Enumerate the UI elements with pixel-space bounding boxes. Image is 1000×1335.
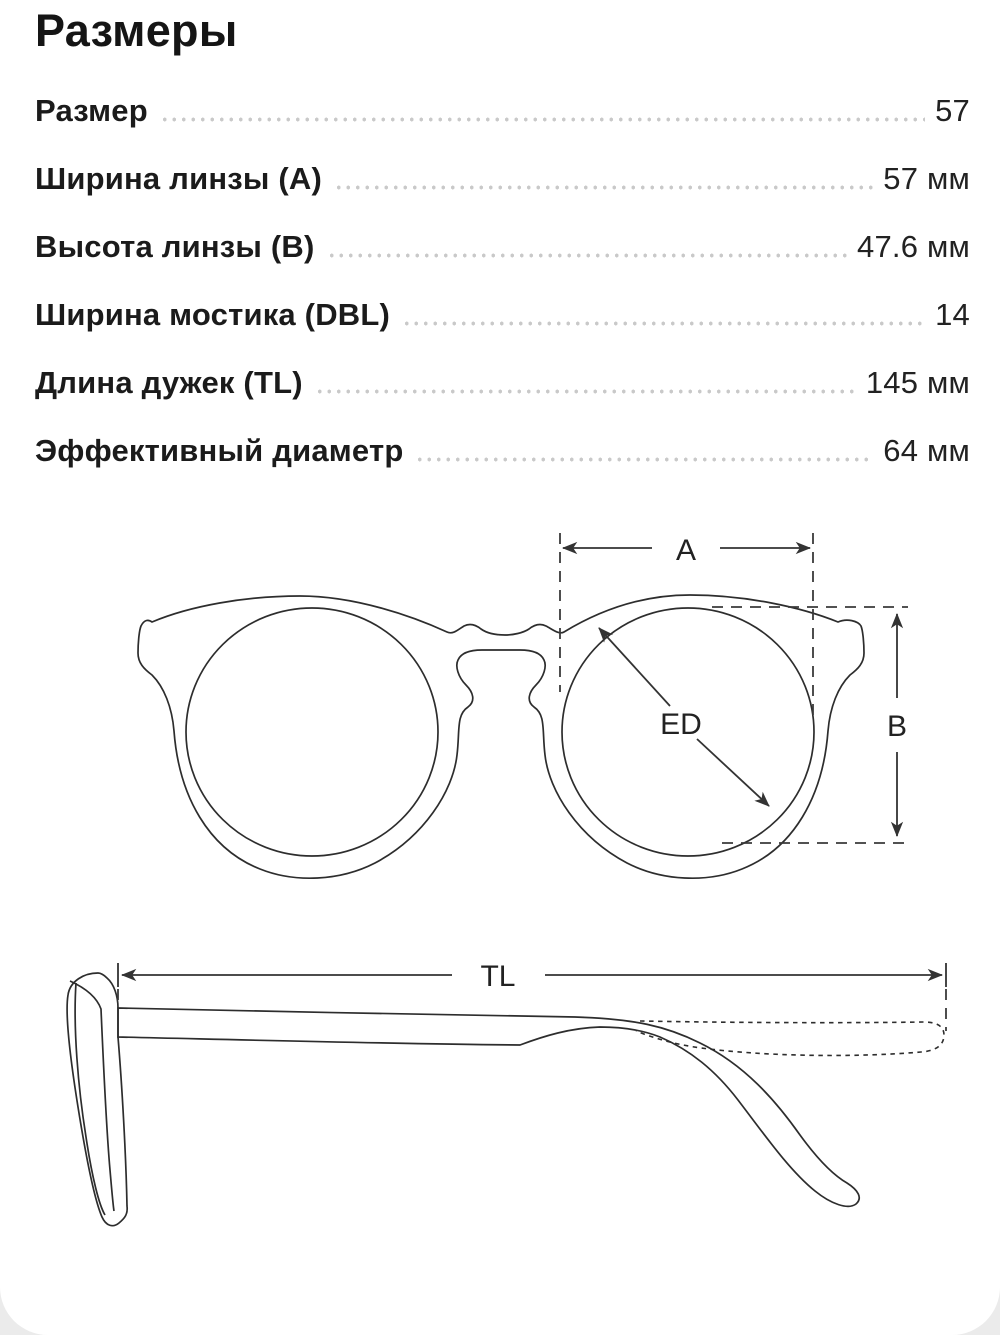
spec-row-temple-length: Длина дужек (TL) 145 мм [35,349,970,417]
side-rim-outline [66,972,129,1227]
spec-value: 57 [935,93,970,128]
spec-label: Ширина мостика (DBL) [35,297,391,332]
dotted-leader [333,184,874,190]
frame-outline [137,594,865,880]
glasses-front-view: A B ED [137,533,908,880]
label-temple-length: TL [480,960,515,993]
right-lens [561,607,815,857]
spec-value: 47.6 мм [857,229,970,264]
size-chart-content: Размеры Размер 57 Ширина линзы (А) 57 мм… [0,0,1000,485]
label-effective-diameter: ED [660,708,702,741]
dimension-ed: ED [598,627,770,807]
spec-row-lens-height: Высота линзы (В) 47.6 мм [35,213,970,281]
dimension-a: A [559,533,814,715]
page-title: Размеры [35,5,238,56]
ed-arrow-lower [696,738,770,807]
spec-value: 145 мм [865,365,970,400]
spec-value: 64 мм [883,433,970,468]
spec-row-bridge-width: Ширина мостика (DBL) 14 [35,281,970,349]
dotted-leader [159,116,926,122]
dotted-leader [314,388,856,394]
dotted-leader [326,252,848,258]
spec-row-size: Размер 57 [35,77,970,145]
glasses-side-view: TL [66,960,947,1227]
dimension-tl: TL [117,960,947,1031]
spec-row-lens-width: Ширина линзы (А) 57 мм [35,145,970,213]
spec-label: Ширина линзы (А) [35,161,322,196]
left-lens [185,607,439,857]
ed-arrow-upper [598,627,671,707]
temple-alternate-dotted [635,1020,945,1057]
spec-value: 57 мм [883,161,970,196]
dotted-leader [402,320,926,326]
side-rim-bevel-line [69,980,115,1212]
spec-label: Высота линзы (В) [35,229,315,264]
dotted-leader [415,456,874,462]
glasses-dimension-diagram: A B ED [66,533,947,1227]
spec-list: Размер 57 Ширина линзы (А) 57 мм Высота … [35,77,970,485]
temple-arm [117,1007,860,1208]
spec-row-effective-diameter: Эффективный диаметр 64 мм [35,417,970,485]
dimension-b: B [712,606,908,844]
spec-label: Длина дужек (TL) [35,365,303,400]
side-rim-inner-line [74,982,106,1216]
spec-value: 14 [935,297,970,332]
spec-label: Размер [35,93,148,128]
spec-label: Эффективный диаметр [35,433,404,468]
label-lens-width: A [676,534,696,567]
label-lens-height: B [887,710,907,743]
